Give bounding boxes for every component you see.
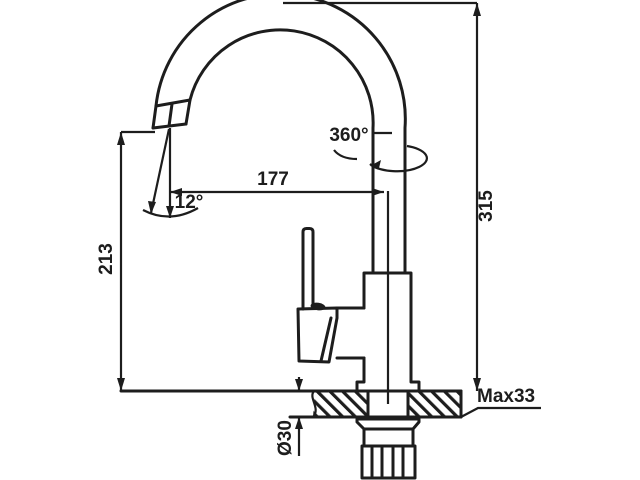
hole-diameter-label: Ø30 [275,420,296,456]
countertop-section [119,389,463,419]
handle-lever [301,227,315,311]
mounting-nut [362,427,415,448]
swivel-angle-label: 360° [329,125,369,146]
mounting-washer [355,417,421,431]
handle-housing [296,306,339,364]
swivel-indicator [333,131,428,173]
faucet-body [335,271,421,393]
countertop-hatch-left [313,391,368,417]
handle-pivot-dot [310,302,326,311]
outlet-height-label: 213 [96,243,117,275]
dim-overall-height [283,1,481,391]
countertop-hatch-right [408,391,461,417]
dim-spout-reach [170,188,384,196]
knurl-ribs [370,444,405,480]
dim-hole-diameter [295,377,303,456]
dim-stream-angle [142,128,199,218]
dim-outlet-height [117,130,155,391]
max-thickness-label: Max33 [477,386,536,407]
overall-height-label: 315 [476,190,497,222]
knurled-locknut [360,444,417,480]
stream-angle-label: 12° [174,192,204,213]
spout-reach-label: 177 [257,169,289,190]
aerator-tip [151,98,192,130]
handle [296,227,339,364]
countertop-break-line [311,390,317,418]
threaded-shank [366,389,410,421]
spout-outer-curve [154,0,407,275]
spout-inner-curve [188,28,375,275]
handle-front-edge [319,316,333,363]
max-thickness-leader [460,406,541,418]
mounting-hardware [355,191,421,480]
